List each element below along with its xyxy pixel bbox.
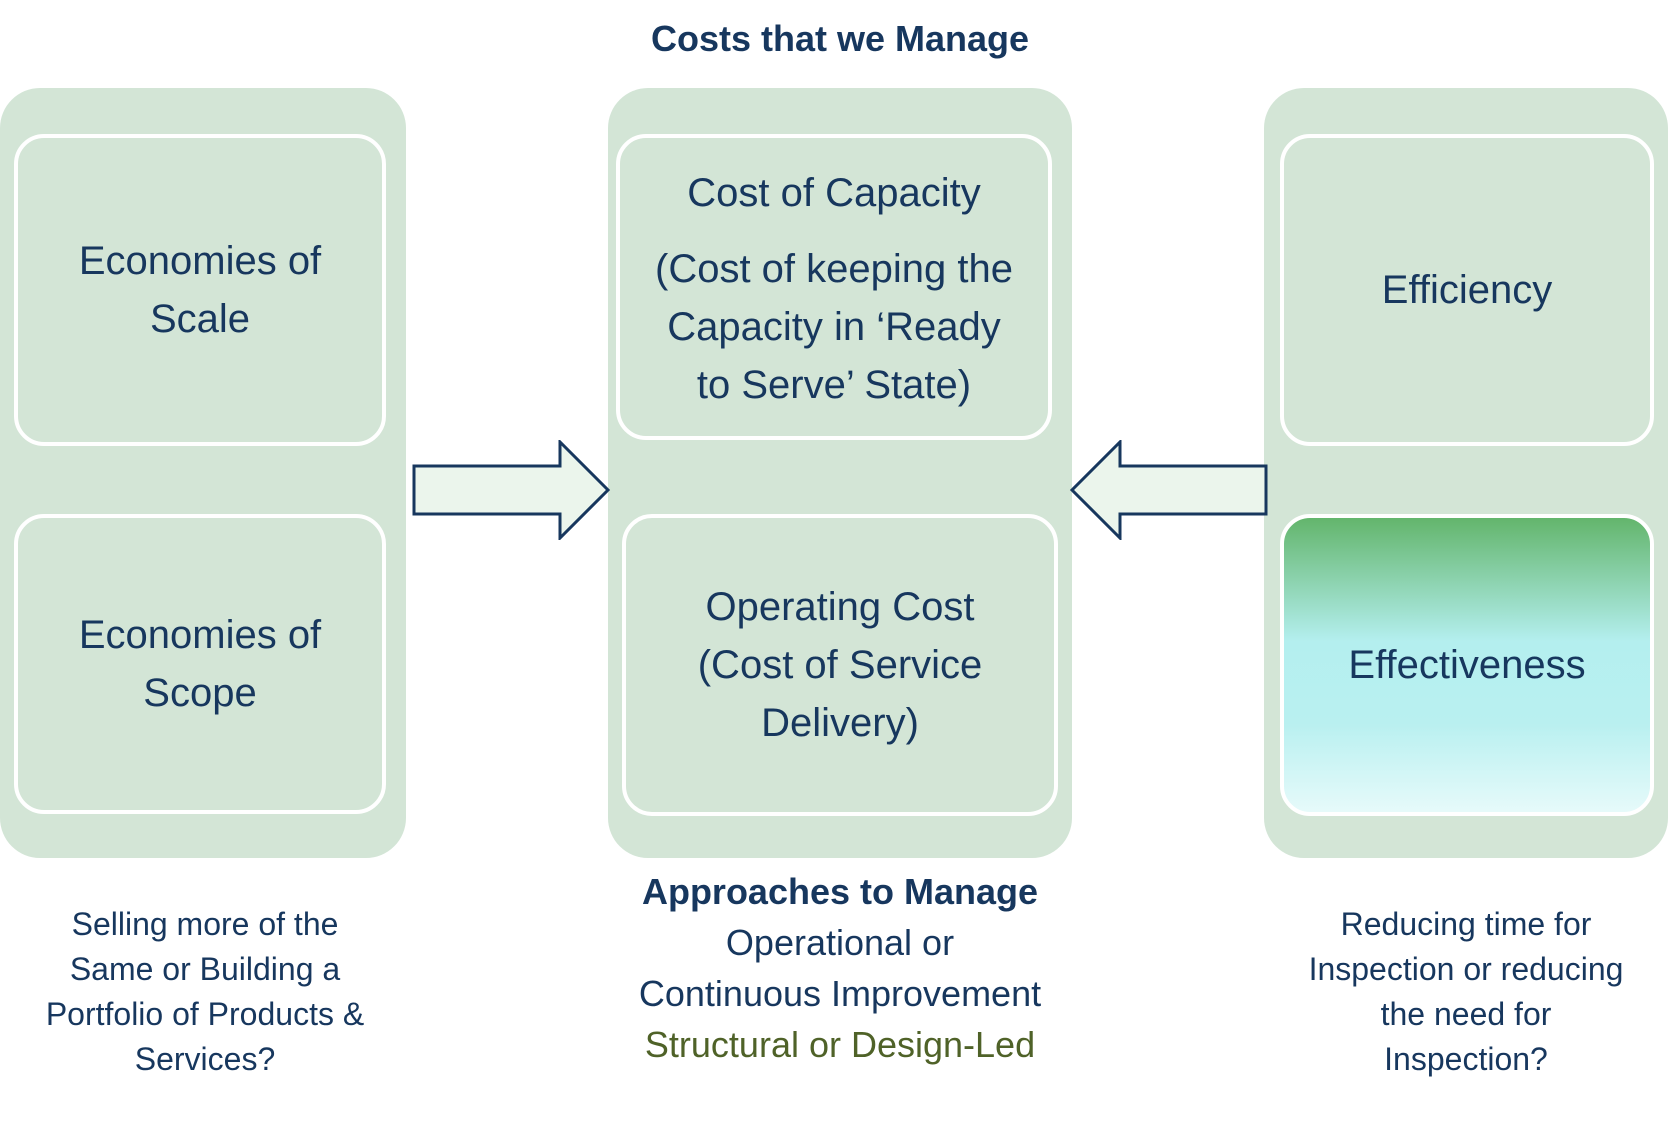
effectiveness-box: Effectiveness: [1280, 514, 1654, 816]
cost-of-capacity-title: Cost of Capacity: [687, 171, 981, 215]
left-caption-line-1: Selling more of the: [71, 906, 339, 942]
right-caption: Reducing time for Inspection or reducing…: [1276, 902, 1656, 1082]
right-caption-line-1: Reducing time for: [1340, 906, 1592, 942]
cost-of-capacity-detail-line-1: (Cost of keeping the: [655, 247, 1013, 291]
middle-caption: Approaches to Manage Operational or Cont…: [590, 866, 1090, 1070]
operating-cost-box: Operating Cost (Cost of Service Delivery…: [622, 514, 1058, 816]
left-caption-line-4: Services?: [134, 1041, 276, 1077]
cost-of-capacity-detail-line-2: Capacity in ‘Ready: [667, 305, 1001, 349]
economies-of-scope-line-2: Scope: [143, 671, 257, 715]
left-caption-line-2: Same or Building a: [69, 951, 341, 987]
structural-caption: Structural or Design-Led: [644, 1024, 1036, 1065]
economies-of-scale-line-2: Scale: [149, 297, 251, 341]
economies-of-scope-box: Economies of Scope: [14, 514, 386, 814]
right-arrow-icon: [412, 440, 611, 540]
right-caption-line-2: Inspection or reducing: [1308, 951, 1624, 987]
diagram-title: Costs that we Manage: [650, 18, 1030, 59]
economies-of-scope-line-1: Economies of: [78, 613, 322, 657]
right-caption-line-3: the need for: [1380, 996, 1552, 1032]
operating-cost-line-1: Operating Cost: [705, 585, 975, 629]
economies-of-scale-box: Economies of Scale: [14, 134, 386, 446]
operating-cost-line-3: Delivery): [761, 701, 919, 745]
efficiency-box: Efficiency: [1280, 134, 1654, 446]
middle-caption-line-1: Operational or: [725, 922, 955, 963]
economies-of-scale-line-1: Economies of: [78, 239, 322, 283]
operating-cost-line-2: (Cost of Service: [697, 643, 983, 687]
efficiency-label: Efficiency: [1381, 268, 1553, 312]
right-caption-line-4: Inspection?: [1384, 1041, 1548, 1077]
left-arrow-icon: [1069, 440, 1268, 540]
cost-of-capacity-box: Cost of Capacity (Cost of keeping the Ca…: [616, 134, 1052, 440]
left-caption: Selling more of the Same or Building a P…: [20, 902, 390, 1082]
middle-caption-line-2: Continuous Improvement: [638, 973, 1042, 1014]
approaches-heading: Approaches to Manage: [641, 871, 1039, 912]
left-caption-line-3: Portfolio of Products &: [45, 996, 365, 1032]
cost-of-capacity-detail-line-3: to Serve’ State): [696, 363, 972, 407]
effectiveness-label: Effectiveness: [1348, 643, 1586, 687]
